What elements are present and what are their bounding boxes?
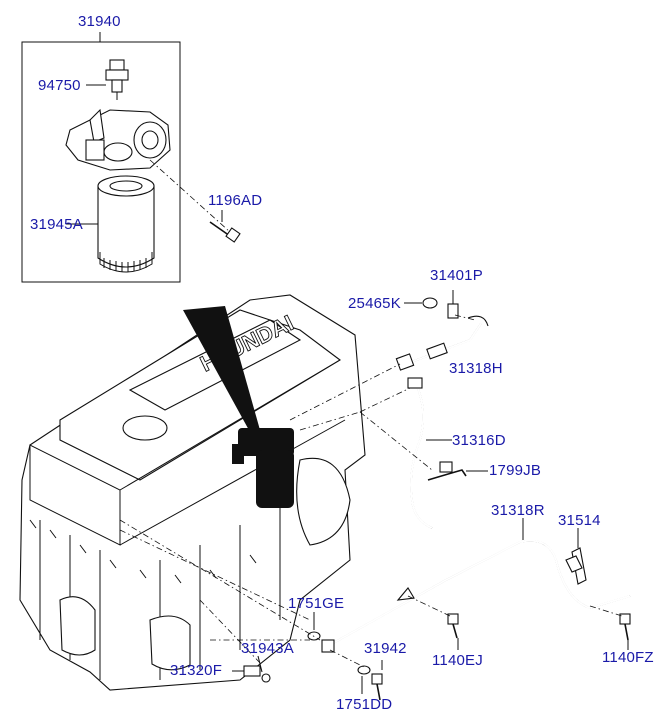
label-31316D: 31316D bbox=[452, 432, 506, 449]
label-31318H: 31318H bbox=[449, 360, 503, 377]
washer-1751DD bbox=[357, 665, 371, 675]
bracket-31514 bbox=[565, 547, 587, 585]
washer-25465K bbox=[422, 297, 438, 309]
projection-lines bbox=[119, 314, 623, 669]
label-31945A: 31945A bbox=[30, 216, 83, 233]
bolt-1196AD bbox=[209, 221, 241, 243]
label-31320F: 31320F bbox=[170, 662, 223, 679]
mounted-filter bbox=[232, 428, 294, 508]
label-31318R: 31318R bbox=[491, 502, 545, 519]
label-31943A: 31943A bbox=[241, 640, 294, 657]
label-31401P: 31401P bbox=[430, 267, 483, 284]
fuel-pipe-31316D bbox=[407, 377, 433, 529]
bolt-31942 bbox=[371, 673, 383, 701]
filter-cartridge-31945A bbox=[97, 175, 155, 273]
fuel-pipe-31318H bbox=[395, 315, 489, 371]
label-1140FZ: 1140FZ bbox=[602, 649, 654, 666]
label-25465K: 25465K bbox=[348, 295, 401, 312]
fuel-pipe-31318R bbox=[321, 539, 631, 653]
label-31514: 31514 bbox=[558, 512, 601, 529]
sensor-94750 bbox=[105, 59, 129, 100]
label-31940: 31940 bbox=[78, 13, 121, 30]
bolt-1140FZ bbox=[619, 613, 631, 641]
label-1751DD: 1751DD bbox=[336, 696, 393, 713]
label-1799JB: 1799JB bbox=[489, 462, 542, 479]
fitting-31401P bbox=[447, 290, 459, 319]
engine-block bbox=[19, 294, 366, 691]
filter-head bbox=[65, 108, 171, 171]
label-94750: 94750 bbox=[38, 77, 81, 94]
bolt-1140EJ bbox=[447, 613, 459, 639]
callout-wedge bbox=[183, 306, 260, 432]
sensor-1799JB bbox=[427, 461, 467, 481]
label-1140EJ: 1140EJ bbox=[432, 652, 483, 669]
label-31942: 31942 bbox=[364, 640, 407, 657]
fitting-31320F bbox=[243, 665, 271, 683]
label-1196AD: 1196AD bbox=[208, 192, 263, 209]
label-1751GE: 1751GE bbox=[288, 595, 345, 612]
filter-assembly-frame bbox=[21, 41, 181, 283]
